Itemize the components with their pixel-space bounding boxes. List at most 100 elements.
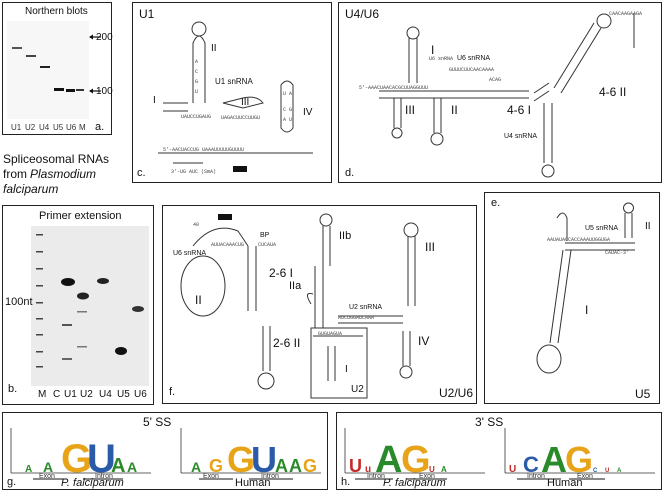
extension-band-u5 [115,347,127,355]
u4-long-stem [543,103,553,163]
panel-f-label: f. [169,386,176,398]
u5-rna-label: U5 snRNA [585,225,619,232]
panel-a-northern-blots: Northern blots 200 100 U1 U2 U4 U5 U6 M … [2,2,113,135]
svg-text:5'-AACUACCUG UAAAUUUUUGUUUU: 5'-AACUACCUG UAAAUUUUUGUUUU [163,147,244,153]
svg-text:A: A [195,59,198,65]
lane-label-m: M [79,123,86,132]
svg-text:AUUACAAACUG: AUUACAAACUG [211,242,244,248]
svg-text:UAGACUUCCUUGU: UAGACUUCCUUGU [221,115,260,121]
u5-stem-label-ii: II [645,221,651,232]
stem-iii [407,236,416,306]
u4-u6-stem-label-ii: II [451,103,458,117]
svg-text:U: U [605,468,609,474]
gel-lane-u1: U1 [64,389,77,400]
svg-text:AUCUGGAUCAAA: AUCUGGAUCAAA [338,315,374,321]
logo-human-g: G [227,439,255,480]
panel-b-primer-extension: Primer extension 100nt b. M C U1 U2 U4 U… [2,205,154,405]
svg-text:A: A [617,468,622,474]
u5-stem-ii [624,213,633,238]
svg-text:A: A [127,459,137,475]
panel-d-u4-u6: U4/U6 5'-AAACUAACACGCUUAGGUUU U6 snRNA G… [338,2,662,183]
u4-stem-ii [433,98,442,133]
svg-text:GUUUCUUCAACAAAA: GUUUCUUCAACAAAA [449,67,494,73]
svg-text:40: 40 [193,222,199,228]
u4-u6-stem-label-4-6-i: 4-6 I [507,103,532,117]
u4-u6-stem-label-i: I [431,43,435,57]
panel-c-label: c. [137,167,146,179]
panel-b-label: b. [8,383,18,395]
u1-stem-iii [222,96,264,109]
svg-text:A: A [111,455,125,477]
blot-band-u4 [40,66,50,68]
panel-f-title: U2/U6 [439,386,474,400]
gel-lane-m: M [38,389,47,400]
u1-secondary-structure: UAUCCUGAUG UAGACUUCCUUGU 5'-AACUACCUG UA… [158,21,313,175]
stem-iv [402,331,411,366]
blot-band-m [76,89,84,91]
stem-label-2-6-ii: 2-6 II [273,336,301,350]
h-pf-intron: Intron [367,473,385,480]
h-species-label: P. falciparum [383,477,446,489]
gel-lane-c: C [53,389,61,400]
u1-rna-label: U1 snRNA [215,77,253,86]
u1-stem-i [163,102,188,112]
svg-text:5'-AAACUAACACGCUUAGGUUU: 5'-AAACUAACACGCUUAGGUUU [359,85,428,91]
svg-text:CAUAC-3': CAUAC-3' [605,250,629,256]
u6-rna-label: U6 snRNA [457,55,491,62]
u5-secondary-structure: AAUAUACCACCAAAUUGGUGA CAUAC-3' [536,202,635,374]
panel-g-5ss: 5' SS A A G U A A A G G U A A G Exon Int… [2,412,328,490]
u4-u6-secondary-structure: 5'-AAACUAACACGCUUAGGUUU U6 snRNA GUUUCUU… [359,11,642,178]
stem-2-6-ii [262,326,271,371]
u6-rna-label-f: U6 snRNA [173,250,207,257]
stem-label-iia: IIa [289,280,302,292]
u5-stem-label-i: I [585,303,589,317]
extension-band-u1 [61,278,75,286]
g-species-label: P. falciparum [61,477,124,489]
u4-stem-iii [393,98,402,128]
panel-d-title: U4/U6 [345,7,380,21]
u1-stem-label-ii: II [211,43,217,54]
size-label-100nt: 100nt [5,296,33,308]
svg-text:GUGUAGUA: GUGUAGUA [318,331,342,337]
svg-text:ACAG: ACAG [489,77,501,83]
marker-100-label: 100 [96,86,113,97]
svg-text:C: C [195,69,198,75]
panel-g-label: g. [7,476,17,488]
u1-stem-label-i: I [153,95,156,106]
northern-blot-gel [7,21,101,119]
blot-band-u2 [26,55,36,57]
stem-label-iib: IIb [339,230,352,242]
blot-band-u1 [12,47,22,49]
stem-iib [322,226,331,266]
panel-e-label: e. [491,197,501,209]
h-human-label: Human [547,477,583,489]
logo-human-u: U [251,439,277,480]
g-pf-exon: Exon [39,473,55,480]
marker-200-label: 200 [96,32,113,43]
stem-2-6-i [247,246,257,311]
panel-h-3ss: 3' SS U u A G U A U C A G C U A Intron E… [336,412,662,490]
panel-a-label: a. [95,121,105,133]
u4-u6-stem-label-4-6-ii: 4-6 II [599,85,627,99]
stem-label-ii-f: II [195,293,202,307]
svg-text:U A: U A [283,91,292,97]
u4-u6-stem-i [533,82,550,102]
svg-text:G: G [209,456,223,476]
svg-text:UAUCCUGAUG: UAUCCUGAUG [181,114,211,120]
lane-label-u4: U4 [39,123,50,132]
svg-text:CUCAUA: CUCAUA [258,242,276,248]
caption-line-2: from [3,167,27,181]
u6-stem [408,38,418,83]
blot-band-u6 [66,89,75,92]
stem-label-iii-f: III [425,240,436,254]
svg-text:U: U [349,456,362,476]
panel-f-u2-u6: 40 AUUACAAACUG CUCAUA AUCUGGAUCAAA GUGUA… [162,205,477,404]
lane-label-u1: U1 [11,123,22,132]
extension-band-u2 [77,292,89,300]
svg-text:G: G [303,456,317,476]
svg-text:u: u [365,464,371,475]
logo-human-a: A [541,439,567,480]
stem-label-iv-f: IV [418,334,430,348]
logo-pf-u: U [87,437,116,481]
panel-h-title: 3' SS [475,415,504,429]
